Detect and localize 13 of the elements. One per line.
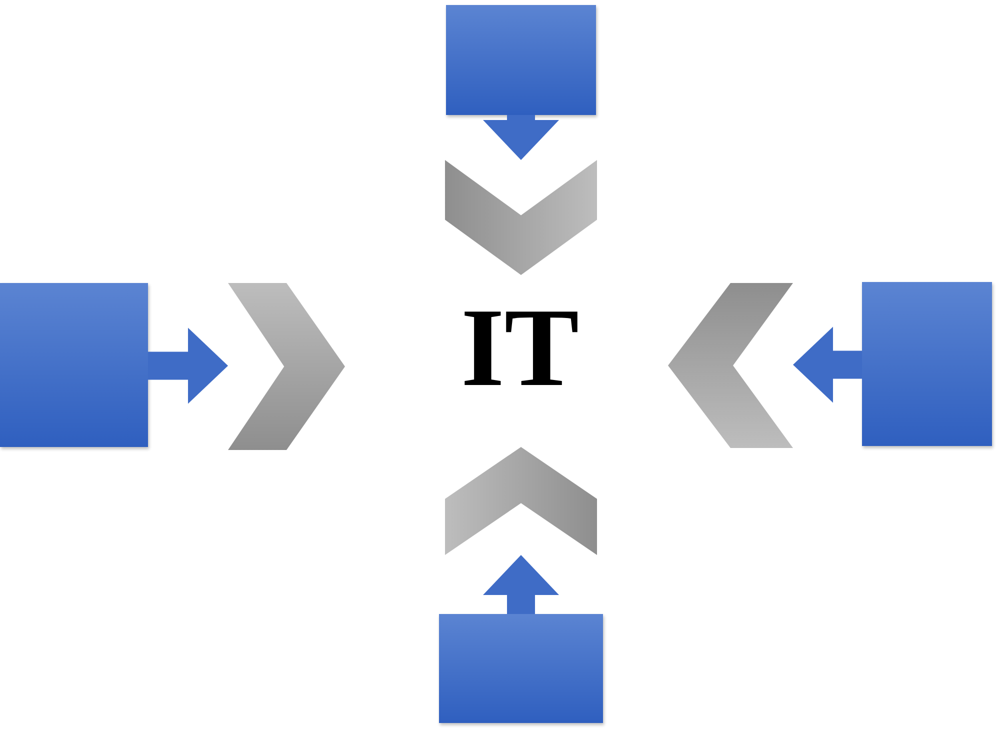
arrow [483, 115, 559, 160]
arrow [793, 326, 862, 403]
arrow [483, 555, 559, 614]
process-box [862, 282, 992, 446]
chevron-shape [445, 160, 597, 275]
center-text: IT [448, 292, 592, 404]
chevron-shape [228, 283, 345, 450]
process-box [446, 5, 596, 115]
process-box [0, 283, 148, 447]
chevron-shape [445, 447, 597, 555]
chevron-shape [668, 283, 793, 448]
process-box [439, 614, 603, 723]
arrow [148, 328, 228, 404]
